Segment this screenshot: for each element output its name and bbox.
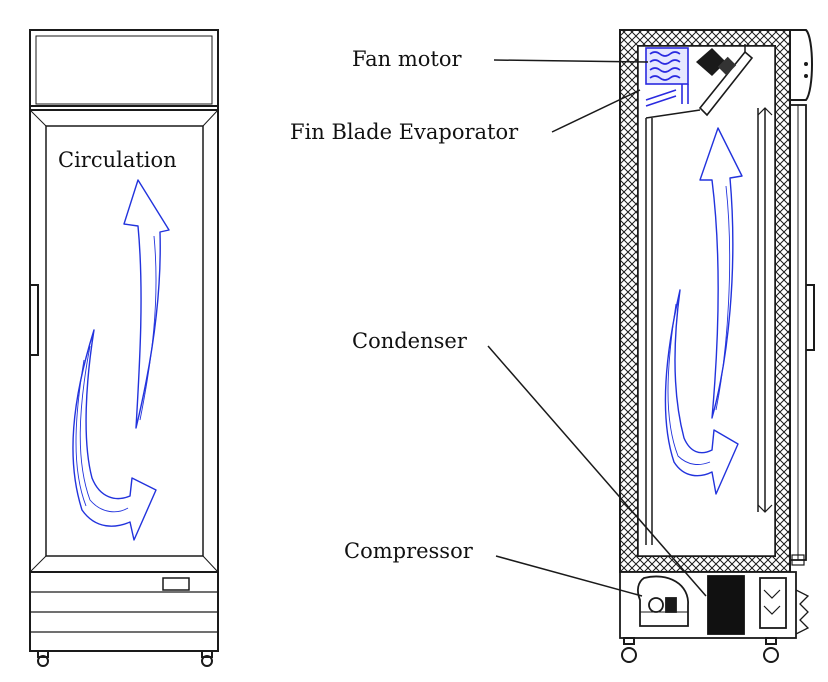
side-airflow-arrows — [664, 127, 743, 495]
side-caster-left — [621, 637, 637, 663]
front-caster-right — [201, 650, 213, 667]
airflow-arrow-down — [72, 329, 157, 541]
fan-motor — [696, 44, 754, 117]
front-top-panel-inner — [35, 35, 213, 105]
label-fin-blade-evaporator: Fin Blade Evaporator — [290, 120, 519, 144]
condenser-block — [707, 575, 745, 635]
label-circulation: Circulation — [58, 148, 177, 172]
side-airflow-arrow-up — [699, 127, 743, 419]
front-door-handle — [30, 284, 39, 356]
leader-fin-blade-evaporator — [551, 89, 641, 133]
label-condenser: Condenser — [352, 329, 468, 353]
side-door-handle — [806, 284, 815, 351]
leader-fan-motor — [493, 59, 649, 63]
front-caster-left — [37, 650, 49, 667]
side-caster-right — [763, 637, 779, 663]
side-cabinet-inner — [637, 45, 776, 557]
side-top-bezel — [789, 29, 813, 101]
side-air-duct — [645, 109, 701, 545]
machine-compartment — [619, 571, 810, 639]
leader-condenser — [487, 345, 707, 597]
front-view-fridge — [29, 29, 219, 667]
evaporator-coil — [645, 47, 689, 107]
side-airflow-arrow-down — [664, 289, 739, 495]
side-door — [789, 104, 815, 566]
label-fan-motor: Fan motor — [352, 47, 463, 71]
front-control-display — [162, 577, 190, 591]
leader-compressor — [495, 555, 643, 597]
label-compressor: Compressor — [344, 539, 474, 563]
front-door-glass — [45, 125, 204, 557]
front-airflow-arrows — [72, 179, 170, 541]
airflow-arrow-up — [123, 179, 170, 429]
front-cabinet-outline — [29, 29, 219, 652]
front-top-panel — [29, 29, 219, 107]
front-door-frame — [29, 109, 219, 573]
